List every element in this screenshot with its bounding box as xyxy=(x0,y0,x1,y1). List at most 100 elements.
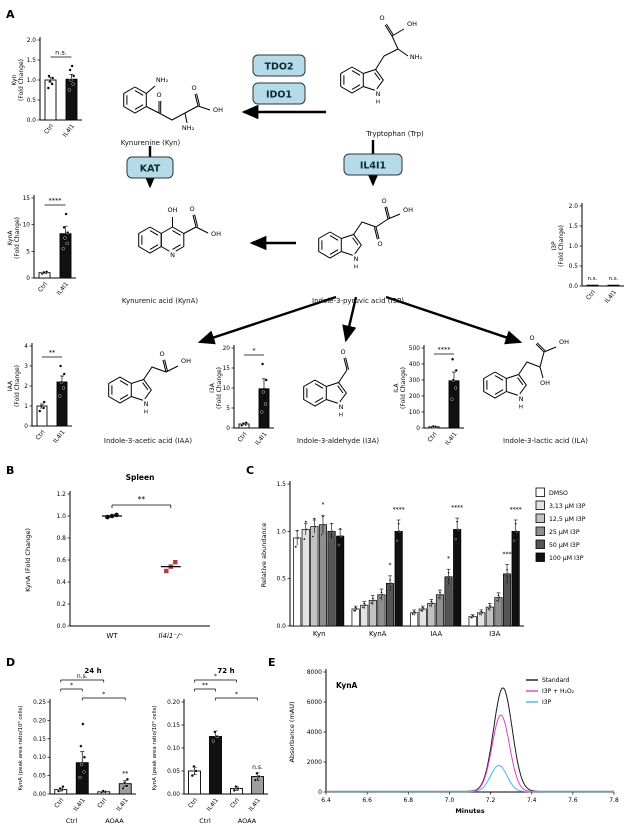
bond xyxy=(158,112,186,121)
atom-label-oh: OH xyxy=(540,379,550,387)
legend-swatch xyxy=(535,526,545,536)
data-point xyxy=(320,533,323,536)
panel-label-e: E xyxy=(268,656,276,669)
data-point xyxy=(211,739,215,743)
data-point xyxy=(236,786,240,791)
svg-text:KynA (Fold Change): KynA (Fold Change) xyxy=(24,528,32,592)
data-point xyxy=(232,788,236,792)
svg-text:5: 5 xyxy=(226,406,230,412)
bond xyxy=(375,226,380,240)
bar xyxy=(301,529,310,627)
bond xyxy=(172,230,181,236)
svg-text:ILA: ILA xyxy=(393,382,400,392)
data-point xyxy=(303,537,306,541)
atom-label-oh: OH xyxy=(403,206,413,214)
svg-text:I3P: I3P xyxy=(551,241,558,251)
atom-label-o: O xyxy=(189,205,194,213)
svg-text:Ctrl: Ctrl xyxy=(426,431,438,444)
bond xyxy=(397,48,409,57)
svg-text:0.5: 0.5 xyxy=(276,576,286,583)
svg-text:n.s.: n.s. xyxy=(588,276,598,282)
enzyme-box-tdo2: TDO2 xyxy=(252,54,306,77)
svg-text:0.0: 0.0 xyxy=(276,623,286,630)
svg-text:n.s.: n.s. xyxy=(77,673,88,680)
data-point xyxy=(261,390,265,394)
svg-text:4000: 4000 xyxy=(307,729,322,736)
data-point xyxy=(396,539,399,542)
data-point xyxy=(215,734,219,739)
data-point xyxy=(381,593,384,596)
atom-label-oh: OH xyxy=(181,357,191,365)
svg-text:Relative abundance: Relative abundance xyxy=(260,523,268,587)
bond xyxy=(363,68,384,92)
data-point xyxy=(430,600,433,603)
data-point xyxy=(71,82,75,86)
svg-text:0.05: 0.05 xyxy=(33,774,46,780)
svg-text:0.00: 0.00 xyxy=(167,792,180,798)
data-point xyxy=(514,522,517,525)
data-point xyxy=(58,394,62,398)
data-point xyxy=(64,212,68,216)
svg-text:**: ** xyxy=(122,770,128,777)
svg-text:IL4I1: IL4I1 xyxy=(444,431,459,447)
bond xyxy=(146,106,160,114)
data-point xyxy=(72,74,76,78)
svg-text:Absorbance (mAU): Absorbance (mAU) xyxy=(288,701,296,762)
svg-text:400: 400 xyxy=(409,362,420,368)
data-point xyxy=(123,781,127,785)
bond xyxy=(184,112,188,124)
chromatogram-trace xyxy=(326,764,614,793)
atom-label-o: O xyxy=(379,14,384,22)
data-point xyxy=(456,528,460,531)
svg-text:7.2: 7.2 xyxy=(486,797,496,804)
svg-text:Ctrl: Ctrl xyxy=(585,289,597,302)
arrow-i3p-to-i3a xyxy=(342,296,358,343)
atom-label-oh: OH xyxy=(407,20,417,28)
atom-label-h: H xyxy=(144,410,148,416)
svg-text:IAA: IAA xyxy=(7,380,14,391)
atom-label-nh2: NH₂ xyxy=(410,53,423,61)
svg-text:7.8: 7.8 xyxy=(609,797,619,804)
enzyme-box-il4i1: IL4I1 xyxy=(343,153,403,176)
data-point xyxy=(59,380,63,384)
data-point xyxy=(192,764,196,768)
bond xyxy=(518,361,541,375)
svg-text:Minutes: Minutes xyxy=(455,807,484,815)
data-point xyxy=(389,582,393,585)
bond xyxy=(192,214,197,228)
data-point xyxy=(498,596,501,599)
bond xyxy=(351,84,361,90)
svg-text:*: * xyxy=(235,691,238,698)
svg-text:1.5: 1.5 xyxy=(27,58,37,64)
svg-text:DMSO: DMSO xyxy=(549,490,568,497)
data-point xyxy=(42,270,46,274)
data-point xyxy=(329,539,332,542)
svg-text:AOAA: AOAA xyxy=(105,817,124,825)
metabolite-label-iaa: Indole-3-acetic acid (IAA) xyxy=(103,437,193,445)
svg-text:*: * xyxy=(70,682,73,689)
data-point xyxy=(81,722,85,726)
bar xyxy=(65,78,78,121)
data-point xyxy=(255,771,259,775)
svg-text:Kyn: Kyn xyxy=(11,74,18,85)
bond xyxy=(494,375,504,381)
bond xyxy=(197,105,211,111)
bar xyxy=(293,537,302,627)
bond xyxy=(373,227,378,240)
metabolite-label-trp: Tryptophan (Trp) xyxy=(366,130,424,138)
bond xyxy=(326,381,347,405)
bond xyxy=(143,366,167,380)
data-point xyxy=(487,607,490,611)
svg-text:Ctrl: Ctrl xyxy=(229,797,241,810)
legend-swatch xyxy=(535,539,545,549)
svg-text:0.05: 0.05 xyxy=(167,769,180,775)
bond xyxy=(387,213,401,220)
data-point xyxy=(260,362,265,366)
atom-label-o: O xyxy=(156,91,161,99)
bond xyxy=(172,244,181,250)
data-point xyxy=(82,755,87,759)
atom-label-o: O xyxy=(377,240,382,248)
data-point xyxy=(470,616,473,619)
